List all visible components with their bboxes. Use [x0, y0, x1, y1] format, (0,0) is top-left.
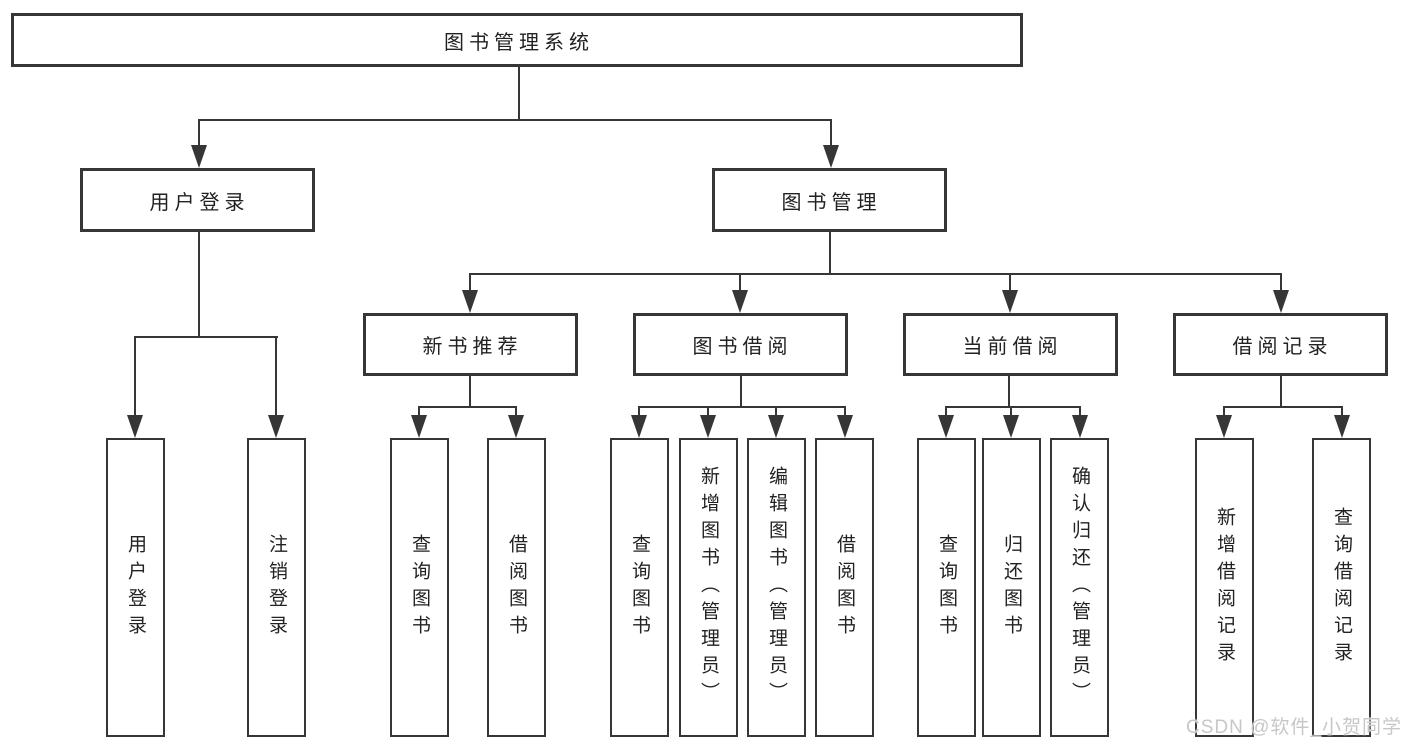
- arrow-down-icon: [631, 406, 647, 438]
- node-book-borrowing: 图书借阅: [633, 313, 848, 376]
- node-book-management-label: 图书管理: [781, 191, 882, 214]
- connector-hline: [469, 273, 1282, 275]
- arrow-down-icon: [462, 273, 478, 313]
- leaf-add-borrow-record-label: 新增借阅记录: [1214, 506, 1235, 669]
- leaf-add-book-admin-label: 新增图书（管理员）: [698, 466, 719, 709]
- arrow-down-icon: [127, 336, 143, 438]
- node-borrow-records-label: 借阅记录: [1232, 336, 1333, 358]
- arrow-down-icon: [837, 406, 853, 438]
- node-user-login: 用户登录: [80, 168, 315, 232]
- node-borrow-records: 借阅记录: [1173, 313, 1388, 376]
- leaf-user-login: 用户登录: [106, 438, 165, 737]
- leaf-confirm-return-admin: 确认归还（管理员）: [1050, 438, 1109, 737]
- leaf-user-login-label: 用户登录: [125, 533, 146, 642]
- leaf-query-borrow-record: 查询借阅记录: [1312, 438, 1371, 737]
- arrow-down-icon: [1003, 406, 1019, 438]
- node-current-borrowing: 当前借阅: [903, 313, 1118, 376]
- leaf-borrow-books-label: 借阅图书: [834, 533, 855, 642]
- connector-vline: [829, 232, 831, 275]
- arrow-down-icon: [508, 406, 524, 438]
- leaf-logout: 注销登录: [247, 438, 306, 737]
- connector-vline: [469, 375, 471, 407]
- node-book-management: 图书管理: [712, 168, 947, 232]
- leaf-query-borrow-record-label: 查询借阅记录: [1331, 506, 1352, 669]
- leaf-edit-book-admin-label: 编辑图书（管理员）: [766, 466, 787, 709]
- leaf-add-book-admin: 新增图书（管理员）: [679, 438, 738, 737]
- connector-vline: [518, 67, 520, 120]
- arrow-down-icon: [1002, 273, 1018, 313]
- arrow-down-icon: [411, 406, 427, 438]
- leaf-query-books-current: 查询图书: [917, 438, 976, 737]
- node-root-label: 图书管理系统: [444, 31, 594, 54]
- connector-hline: [1223, 406, 1343, 408]
- node-user-login-label: 用户登录: [149, 191, 250, 214]
- arrow-down-icon: [823, 119, 839, 168]
- connector-vline: [198, 232, 200, 338]
- node-root: 图书管理系统: [11, 13, 1023, 67]
- node-book-borrowing-label: 图书借阅: [692, 336, 793, 358]
- arrow-down-icon: [938, 406, 954, 438]
- leaf-return-book-label: 归还图书: [1001, 533, 1022, 642]
- node-current-borrowing-label: 当前借阅: [962, 336, 1063, 358]
- leaf-return-book: 归还图书: [982, 438, 1041, 737]
- arrow-down-icon: [191, 119, 207, 168]
- leaf-query-books-recommend: 查询图书: [390, 438, 449, 737]
- watermark: CSDN @软件_小贺同学: [1186, 717, 1402, 738]
- connector-vline: [740, 375, 742, 407]
- leaf-borrow-books-recommend: 借阅图书: [487, 438, 546, 737]
- connector-hline: [134, 336, 278, 338]
- leaf-confirm-return-admin-label: 确认归还（管理员）: [1069, 466, 1090, 709]
- connector-hline: [198, 119, 832, 121]
- arrow-down-icon: [1334, 406, 1350, 438]
- connector-vline: [1280, 375, 1282, 407]
- arrow-down-icon: [700, 406, 716, 438]
- connector-vline: [1008, 375, 1010, 407]
- leaf-query-books-borrow-label: 查询图书: [629, 533, 650, 642]
- arrow-down-icon: [768, 406, 784, 438]
- arrow-down-icon: [732, 273, 748, 313]
- leaf-logout-label: 注销登录: [266, 533, 287, 642]
- arrow-down-icon: [1216, 406, 1232, 438]
- connector-hline: [418, 406, 517, 408]
- node-new-book-recommend: 新书推荐: [363, 313, 578, 376]
- arrow-down-icon: [1072, 406, 1088, 438]
- leaf-borrow-books: 借阅图书: [815, 438, 874, 737]
- node-new-book-recommend-label: 新书推荐: [422, 336, 523, 358]
- leaf-query-books-current-label: 查询图书: [936, 533, 957, 642]
- connector-hline: [945, 406, 1081, 408]
- leaf-query-books-borrow: 查询图书: [610, 438, 669, 737]
- connector-hline: [638, 406, 846, 408]
- arrow-down-icon: [268, 336, 284, 438]
- arrow-down-icon: [1273, 273, 1289, 313]
- leaf-edit-book-admin: 编辑图书（管理员）: [747, 438, 806, 737]
- leaf-borrow-books-recommend-label: 借阅图书: [506, 533, 527, 642]
- leaf-add-borrow-record: 新增借阅记录: [1195, 438, 1254, 737]
- leaf-query-books-recommend-label: 查询图书: [409, 533, 430, 642]
